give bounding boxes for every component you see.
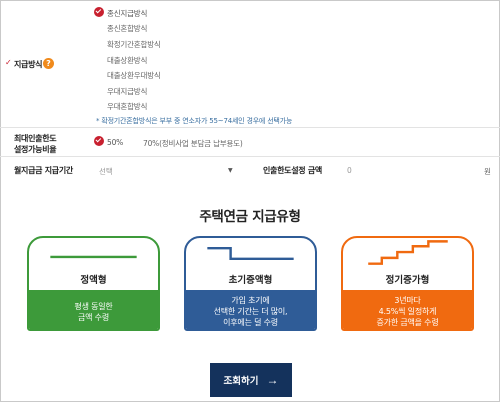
max-limit-label-line2: 설정가능비율 [14, 145, 57, 154]
arrow-right-icon: → [266, 373, 279, 387]
card-name: 초기증액형 [228, 275, 273, 286]
card-description: 3년마다 4.5%씩 일정하게 증가한 금액을 수령 [343, 290, 472, 329]
card-description: 평생 동일한 금액 수령 [29, 290, 158, 329]
search-button-label: 조회하기 [223, 376, 259, 387]
limit-option-70[interactable]: 70%(정비사업 분담금 납부용도) [143, 139, 243, 148]
payment-option-5[interactable]: 대출상환우대방식 [107, 71, 161, 80]
step-down-line-icon [207, 246, 294, 261]
payment-method-label: 지급방식 [14, 60, 43, 69]
payment-option-4[interactable]: 대출상환방식 [107, 56, 148, 65]
card-name: 정액형 [80, 275, 107, 286]
section-title: 주택연금 지급유형 [199, 209, 301, 225]
search-button[interactable]: 조회하기 → [210, 363, 292, 397]
payment-option-2[interactable]: 종신혼합방식 [107, 24, 148, 33]
flat-line-icon [50, 255, 137, 259]
payment-method-note: * 확정기간혼합방식은 부부 중 연소자가 55~74세인 경우에 선택가능 [96, 117, 293, 125]
staircase-up-icon [368, 240, 448, 265]
card-regular-increase[interactable]: 정기증가형 3년마다 4.5%씩 일정하게 증가한 금액을 수령 [341, 236, 474, 331]
limit-option-50[interactable]: 50% [107, 138, 124, 147]
question-icon[interactable]: ? [43, 58, 54, 69]
caret-down-icon[interactable]: ▼ [228, 167, 233, 174]
payment-option-3[interactable]: 확정기간혼합방식 [107, 40, 161, 49]
radio-payment-option-selected-icon[interactable] [94, 7, 104, 17]
withdraw-limit-input[interactable]: 0 [347, 166, 352, 175]
card-fixed-amount[interactable]: 정액형 평생 동일한 금액 수령 [27, 236, 160, 331]
card-description: 가입 초기에 선택한 기간는 더 많이, 이후에는 덜 수령 [186, 290, 315, 329]
divider [0, 127, 500, 128]
payment-option-6[interactable]: 우대지급방식 [107, 87, 148, 96]
payment-option-1[interactable]: 종신지급방식 [107, 9, 148, 18]
withdraw-limit-label: 인출한도설정 금액 [263, 166, 322, 175]
divider [0, 156, 500, 157]
radio-limit-selected-icon[interactable] [94, 136, 104, 146]
monthly-period-select[interactable]: 선택 [99, 167, 113, 176]
required-check-icon: ✓ [5, 58, 12, 67]
card-name: 정기증가형 [385, 275, 430, 286]
monthly-period-label: 월지급금 지급기간 [14, 166, 73, 175]
payment-option-7[interactable]: 우대혼합방식 [107, 102, 148, 111]
max-limit-label-line1: 최대인출한도 [14, 134, 57, 143]
withdraw-limit-unit: 원 [484, 167, 491, 176]
card-early-increase[interactable]: 초기증액형 가입 초기에 선택한 기간는 더 많이, 이후에는 덜 수령 [184, 236, 317, 331]
